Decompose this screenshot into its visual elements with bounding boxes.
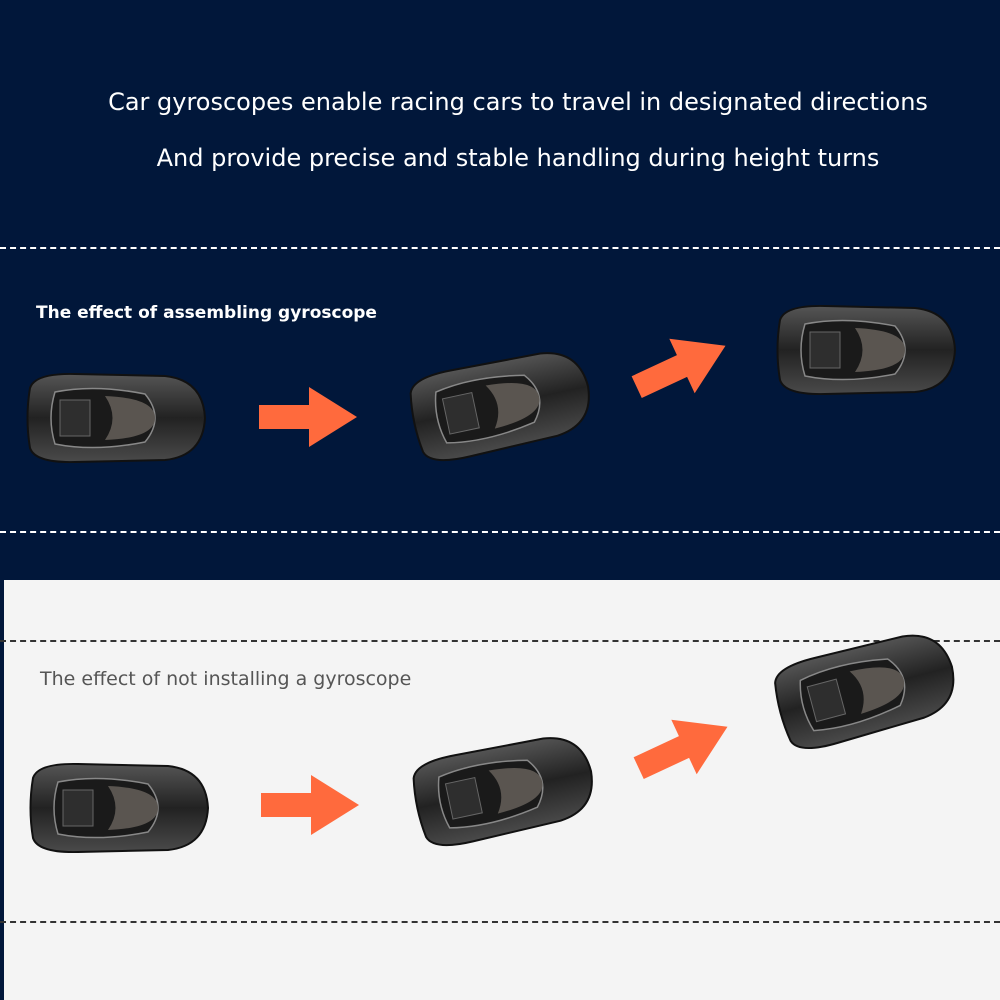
arrow-right-icon xyxy=(624,318,739,415)
section-label-without-gyroscope: The effect of not installing a gyroscope xyxy=(40,668,412,690)
race-car-icon xyxy=(26,372,206,464)
lane-divider-bottom-light xyxy=(0,921,1000,923)
race-car-icon xyxy=(768,623,965,757)
arrow-right-icon xyxy=(626,699,741,796)
race-car-icon xyxy=(407,727,602,853)
headline-line-2: And provide precise and stable handling … xyxy=(156,144,880,172)
race-car-icon xyxy=(776,304,956,396)
lane-divider-top-light xyxy=(0,640,1000,642)
headline-line-1: Car gyroscopes enable racing cars to tra… xyxy=(108,88,928,116)
arrow-right-icon xyxy=(259,387,357,447)
race-car-icon xyxy=(404,342,599,468)
arrow-right-icon xyxy=(261,775,359,835)
race-car-icon xyxy=(29,762,209,854)
section-label-with-gyroscope: The effect of assembling gyroscope xyxy=(36,303,377,323)
lane-divider-top xyxy=(0,247,1000,249)
lane-divider-bottom xyxy=(0,531,1000,533)
